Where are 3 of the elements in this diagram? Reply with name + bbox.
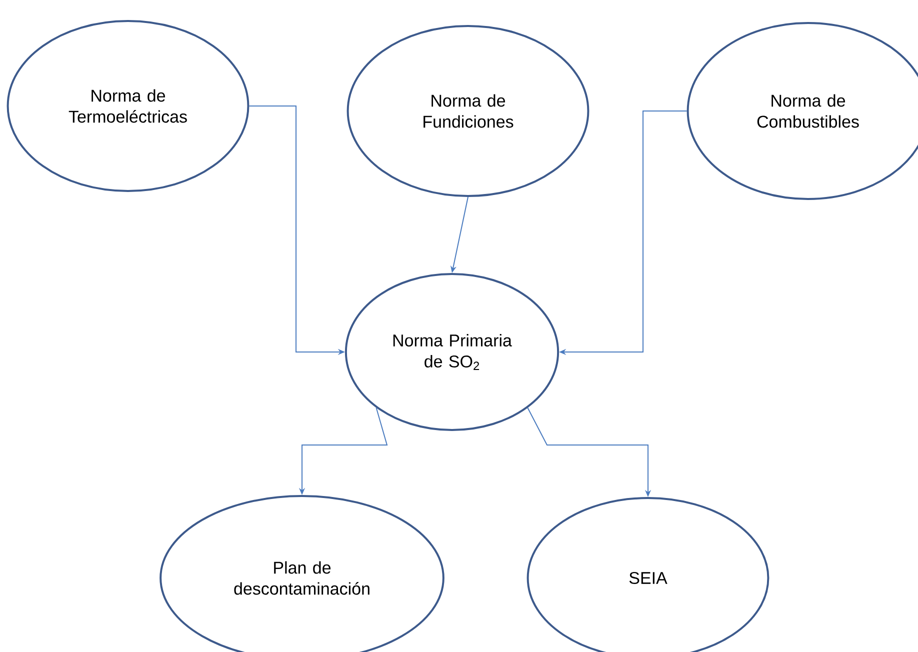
- ellipse-node: Norma de Termoeléctricas: [6, 20, 250, 192]
- ellipse-node: Norma Primaria de SO$_{2}$: [344, 273, 560, 431]
- ellipse-node: Norma de Fundiciones: [346, 25, 590, 197]
